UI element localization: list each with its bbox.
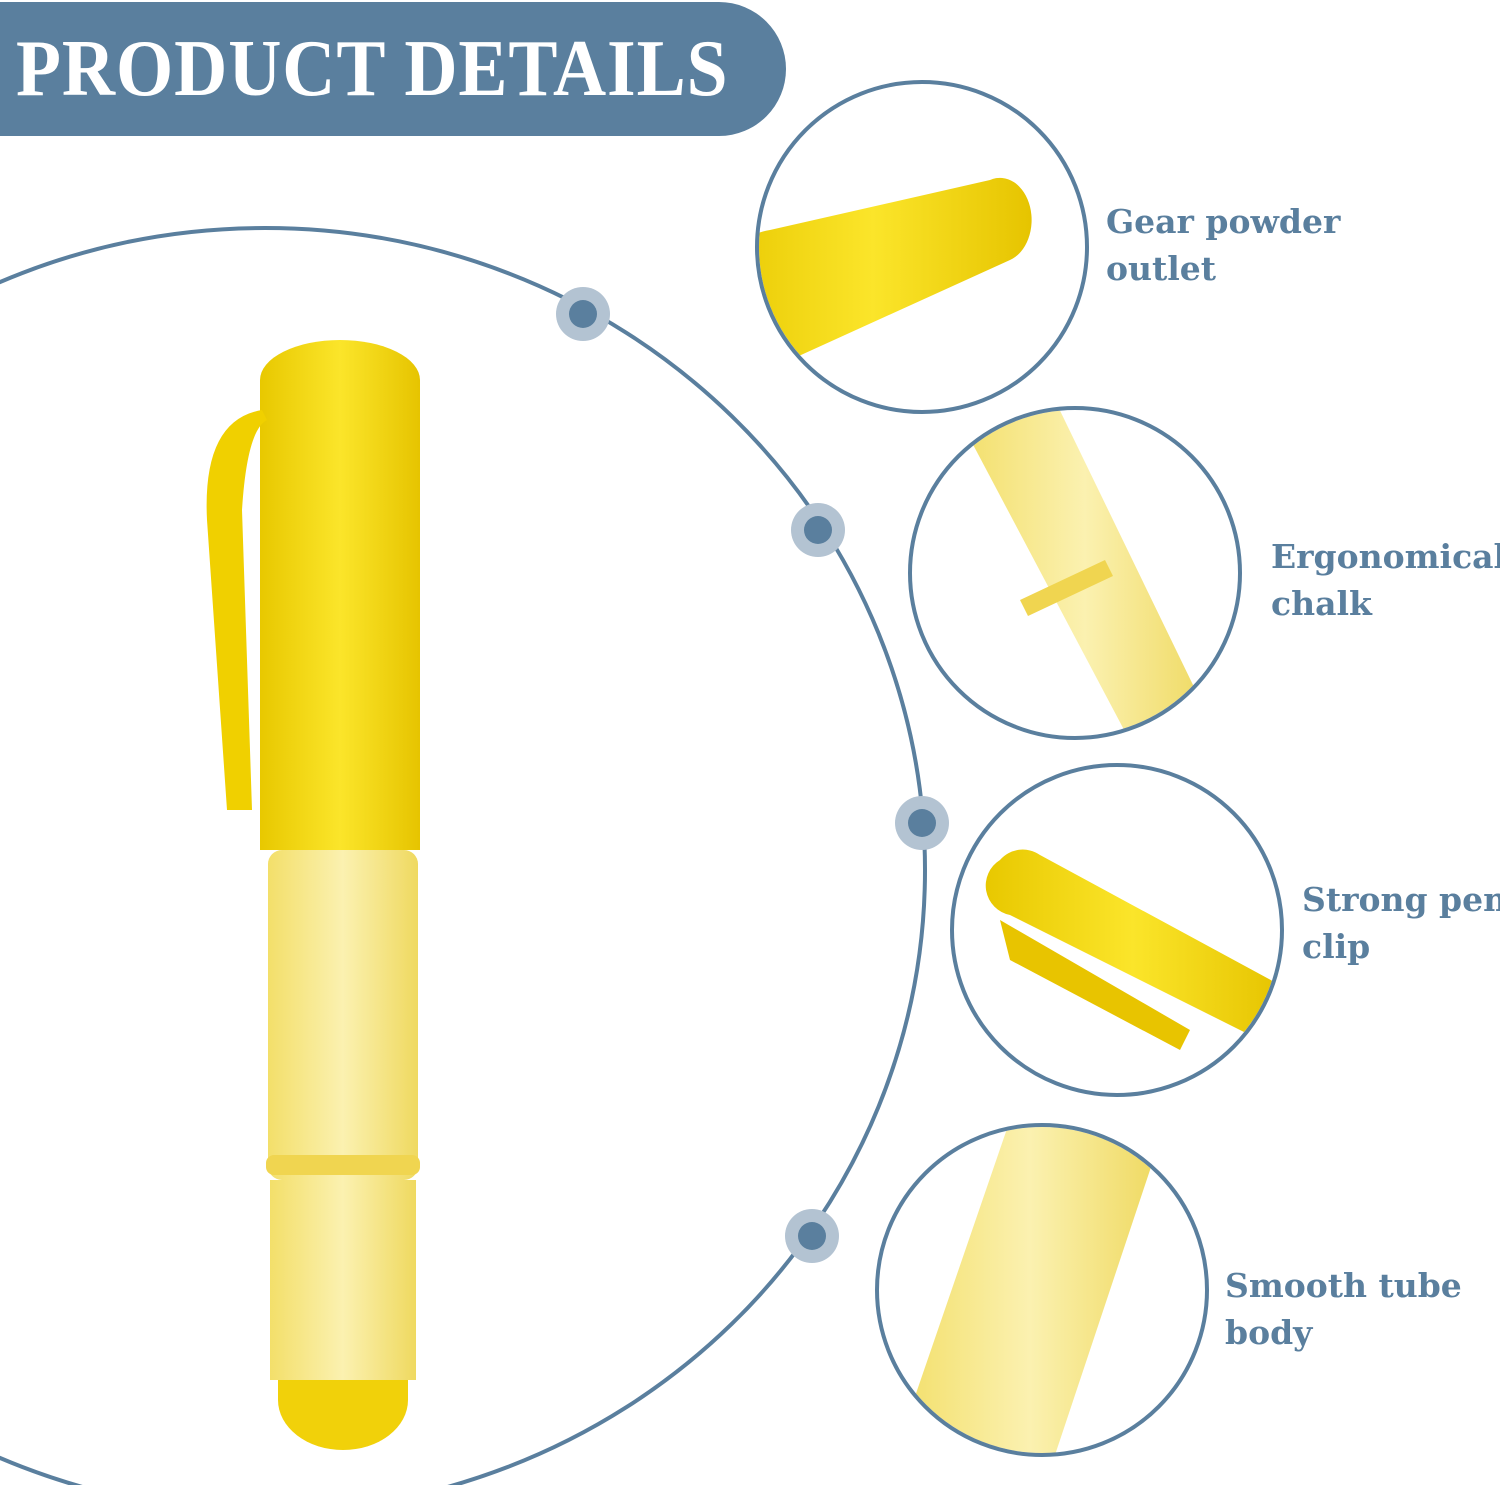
feature-label-pen-clip: Strong pen clip [1302,876,1500,970]
feature-label-line: clip [1302,927,1371,966]
feature-label-ergonomic: Ergonomical chalk [1271,533,1500,627]
feature-label-gear-outlet: Gear powder outlet [1106,198,1340,292]
page-title: PRODUCT DETAILS [16,24,729,113]
chalk-pen-image [206,340,420,1450]
detail-circle-borders [755,80,1284,1457]
feature-label-line: Smooth tube [1225,1266,1462,1305]
feature-label-line: body [1225,1313,1313,1352]
feature-label-line: outlet [1106,249,1217,288]
connector-dots [556,287,949,1263]
feature-label-line: Ergonomical [1271,537,1500,576]
feature-label-line: Gear powder [1106,202,1341,241]
feature-label-tube-body: Smooth tube body [1225,1262,1462,1356]
arc-line [0,226,927,1485]
title-banner: PRODUCT DETAILS [0,2,786,136]
feature-label-line: Strong pen [1302,880,1500,919]
feature-label-line: chalk [1271,584,1372,623]
